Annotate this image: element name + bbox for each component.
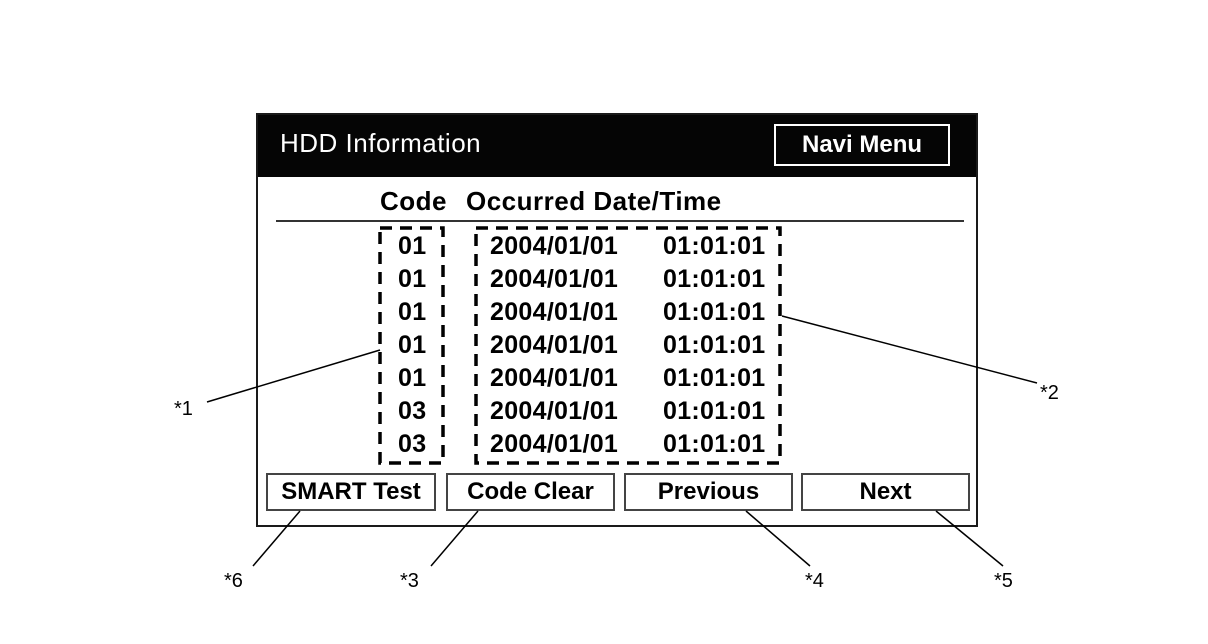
next-button[interactable]: Next [801,473,970,511]
code-cell: 01 [398,364,427,392]
callout-line-3 [430,510,479,567]
smart-test-button[interactable]: SMART Test [266,473,436,511]
time-cell: 01:01:01 [663,397,766,425]
time-cell: 01:01:01 [663,298,766,326]
code-column-highlight [378,226,445,465]
date-time-column-highlight [474,226,782,465]
date-cell: 2004/01/01 [490,430,619,458]
callout-label-3: *3 [400,570,419,592]
column-header-occurred-date-time: Occurred Date/Time [466,186,722,216]
time-cell: 01:01:01 [663,364,766,392]
date-cell: 2004/01/01 [490,364,619,392]
time-cell: 01:01:01 [663,331,766,359]
code-cell: 01 [398,265,427,293]
callout-label-5: *5 [994,570,1013,592]
callout-line-2 [781,315,1038,384]
screen-title: HDD Information [280,128,482,158]
code-clear-button[interactable]: Code Clear [446,473,615,511]
date-cell: 2004/01/01 [490,298,619,326]
navi-menu-button[interactable]: Navi Menu [774,124,950,166]
callout-line-5 [935,510,1004,567]
callout-label-1: *1 [174,398,193,420]
callout-label-2: *2 [1040,382,1059,404]
hdd-information-screen: HDD Information Navi Menu Code Occurred … [256,113,978,527]
date-cell: 2004/01/01 [490,265,619,293]
code-cell: 01 [398,331,427,359]
callout-line-4 [745,510,811,567]
callout-label-6: *6 [224,570,243,592]
code-cell: 03 [398,430,427,458]
time-cell: 01:01:01 [663,430,766,458]
code-cell: 03 [398,397,427,425]
date-cell: 2004/01/01 [490,232,619,260]
code-cell: 01 [398,232,427,260]
callout-line-1 [206,349,381,403]
date-cell: 2004/01/01 [490,397,619,425]
title-bar: HDD Information Navi Menu [258,115,976,177]
column-header-code: Code [380,186,447,216]
time-cell: 01:01:01 [663,232,766,260]
callout-label-4: *4 [805,570,824,592]
code-cell: 01 [398,298,427,326]
date-cell: 2004/01/01 [490,331,619,359]
previous-button[interactable]: Previous [624,473,793,511]
header-divider [276,220,964,222]
time-cell: 01:01:01 [663,265,766,293]
callout-line-6 [252,510,301,567]
